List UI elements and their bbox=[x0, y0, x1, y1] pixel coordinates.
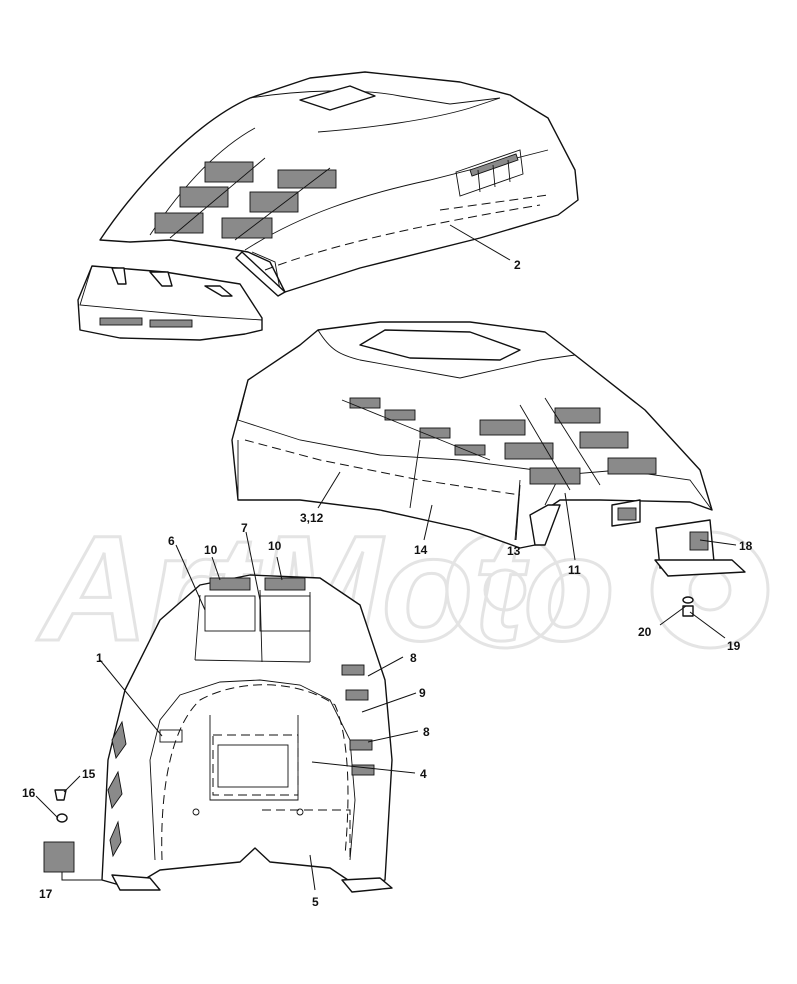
callout-10-left: 10 bbox=[204, 543, 218, 557]
callout-16: 16 bbox=[22, 786, 36, 800]
hood-nose-piece bbox=[77, 265, 263, 341]
callout-2: 2 bbox=[514, 258, 521, 272]
callout-18: 18 bbox=[739, 539, 753, 553]
leader-lines bbox=[35, 224, 737, 891]
hood-top bbox=[99, 71, 579, 297]
callout-8-top: 8 bbox=[410, 651, 417, 665]
callout-20: 20 bbox=[638, 625, 652, 639]
callout-9: 9 bbox=[419, 686, 426, 700]
hardware-right bbox=[611, 499, 746, 617]
callout-6: 6 bbox=[168, 534, 175, 548]
callout-5: 5 bbox=[312, 895, 319, 909]
hood-middle bbox=[231, 321, 713, 549]
callout-8-bottom: 8 bbox=[423, 725, 430, 739]
callout-3-12: 3,12 bbox=[300, 511, 324, 525]
hood-underside bbox=[101, 574, 393, 893]
callout-11: 11 bbox=[568, 563, 581, 577]
callout-10-right: 10 bbox=[268, 539, 282, 553]
callout-15: 15 bbox=[82, 767, 96, 781]
callout-13: 13 bbox=[507, 544, 521, 558]
callout-14: 14 bbox=[414, 543, 428, 557]
callout-7: 7 bbox=[241, 521, 248, 535]
callout-4: 4 bbox=[420, 767, 427, 781]
callout-labels: 2 3,12 14 13 11 18 20 19 6 10 7 10 1 8 9… bbox=[22, 258, 753, 909]
callout-19: 19 bbox=[727, 639, 741, 653]
callout-17: 17 bbox=[39, 887, 53, 901]
hardware-left bbox=[43, 789, 102, 881]
callout-1: 1 bbox=[96, 651, 103, 665]
